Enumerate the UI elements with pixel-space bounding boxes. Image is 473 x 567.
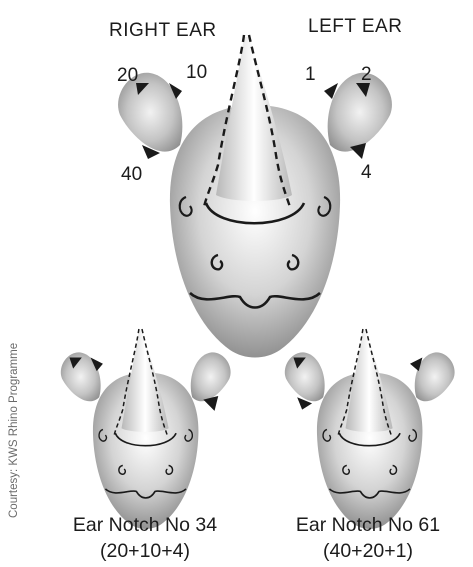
left-ear-heading: LEFT EAR xyxy=(308,16,402,38)
example-rhino-61 xyxy=(285,329,455,529)
right-ear-heading: RIGHT EAR xyxy=(109,20,217,42)
notch-20-label: 20 xyxy=(117,65,138,87)
notch-2-label: 2 xyxy=(361,64,372,86)
example-61-caption: Ear Notch No 61 xyxy=(268,514,468,537)
large-rhino-head xyxy=(118,35,392,358)
example-34-formula: (20+10+4) xyxy=(45,540,245,563)
example-61-formula: (40+20+1) xyxy=(268,540,468,563)
notch-4-label: 4 xyxy=(361,162,372,184)
photo-credit: Courtesy: KWS Rhino Programme xyxy=(8,358,20,518)
example-rhino-34 xyxy=(61,329,231,529)
example-34-caption: Ear Notch No 34 xyxy=(45,514,245,537)
notch-40-label: 40 xyxy=(121,164,142,186)
notch-10-label: 10 xyxy=(186,62,207,84)
notch-1-label: 1 xyxy=(305,64,316,86)
